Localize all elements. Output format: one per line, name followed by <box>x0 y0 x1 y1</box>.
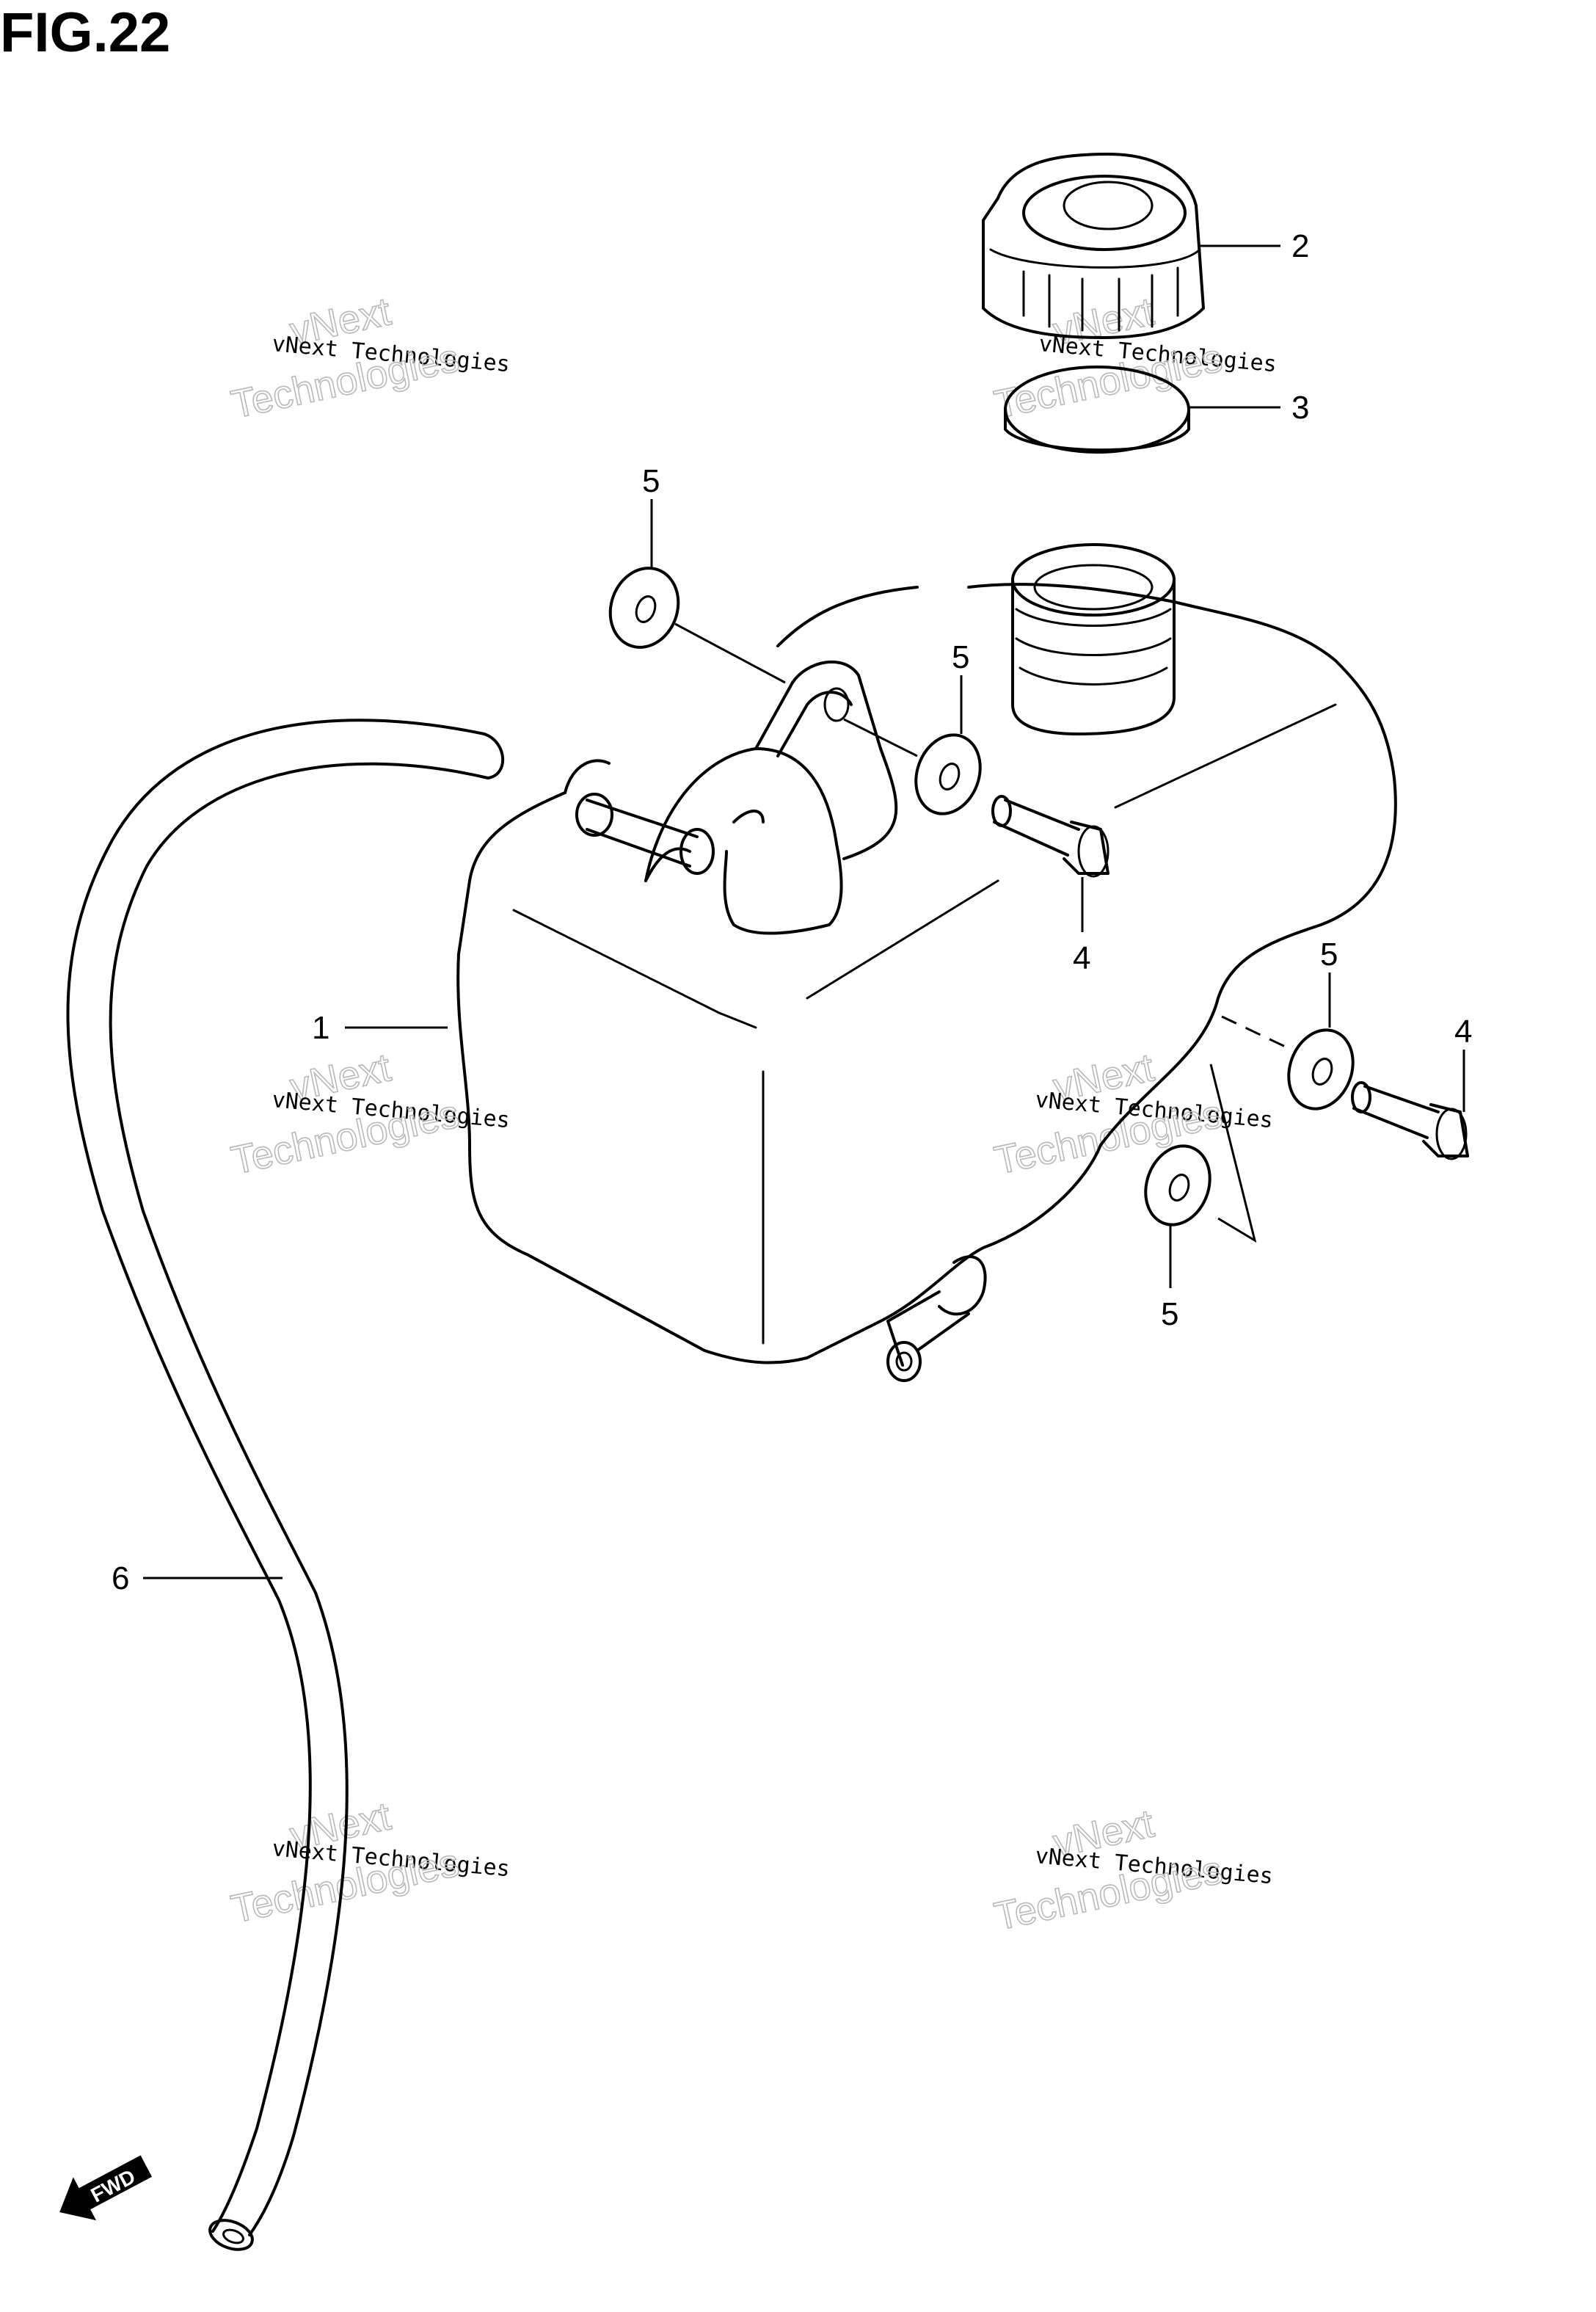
callout-label: 5 <box>1320 937 1338 973</box>
callout-6: 6 <box>112 1560 283 1596</box>
callout-1: 1 <box>312 1010 448 1046</box>
cap-part <box>982 153 1205 339</box>
callout-5-lower: 5 <box>1161 1226 1178 1332</box>
callout-5-right: 5 <box>1320 937 1338 1028</box>
tank-part <box>456 543 1397 1382</box>
callout-2: 2 <box>1200 228 1309 264</box>
washer-lower-part <box>1144 1144 1211 1226</box>
watermark-bottom-right: vNext vNext Technologies Technologies <box>990 1801 1274 1940</box>
watermark-top-left: vNext vNext Technologies Technologies <box>227 289 511 428</box>
watermark-top-right: vNext vNext Technologies Technologies <box>990 289 1278 428</box>
washer-right-part <box>1287 1028 1355 1110</box>
bolt-upper-part <box>991 795 1109 878</box>
washer-top-left-part <box>608 567 680 649</box>
washer-top-mid-part <box>914 733 982 815</box>
bolt-right-part <box>1351 1081 1469 1160</box>
callout-3: 3 <box>1189 390 1309 426</box>
callout-4-upper: 4 <box>1073 877 1090 976</box>
gasket-part <box>1004 366 1190 454</box>
watermark-bottom-left: vNext vNext Technologies Technologies <box>227 1794 511 1933</box>
callout-label: 5 <box>952 639 969 675</box>
figure-title: FIG.22 <box>0 1 170 64</box>
callout-4-right: 4 <box>1454 1014 1472 1112</box>
callout-label: 4 <box>1073 940 1090 976</box>
callout-5-top-mid: 5 <box>952 639 969 734</box>
callout-label: 3 <box>1291 390 1309 426</box>
hose-part <box>66 719 505 2251</box>
watermark-mid-right: vNext vNext Technologies Technologies <box>990 1045 1274 1184</box>
assembly-lines <box>674 622 1292 1243</box>
fwd-arrow-icon: FWD <box>59 2155 153 2221</box>
callout-label: 5 <box>642 463 660 499</box>
callout-label: 6 <box>112 1560 129 1596</box>
callout-label: 5 <box>1161 1296 1178 1332</box>
callout-label: 1 <box>312 1010 329 1046</box>
callout-5-top-left: 5 <box>642 463 660 569</box>
callout-label: 4 <box>1454 1014 1472 1050</box>
callout-label: 2 <box>1291 228 1309 264</box>
